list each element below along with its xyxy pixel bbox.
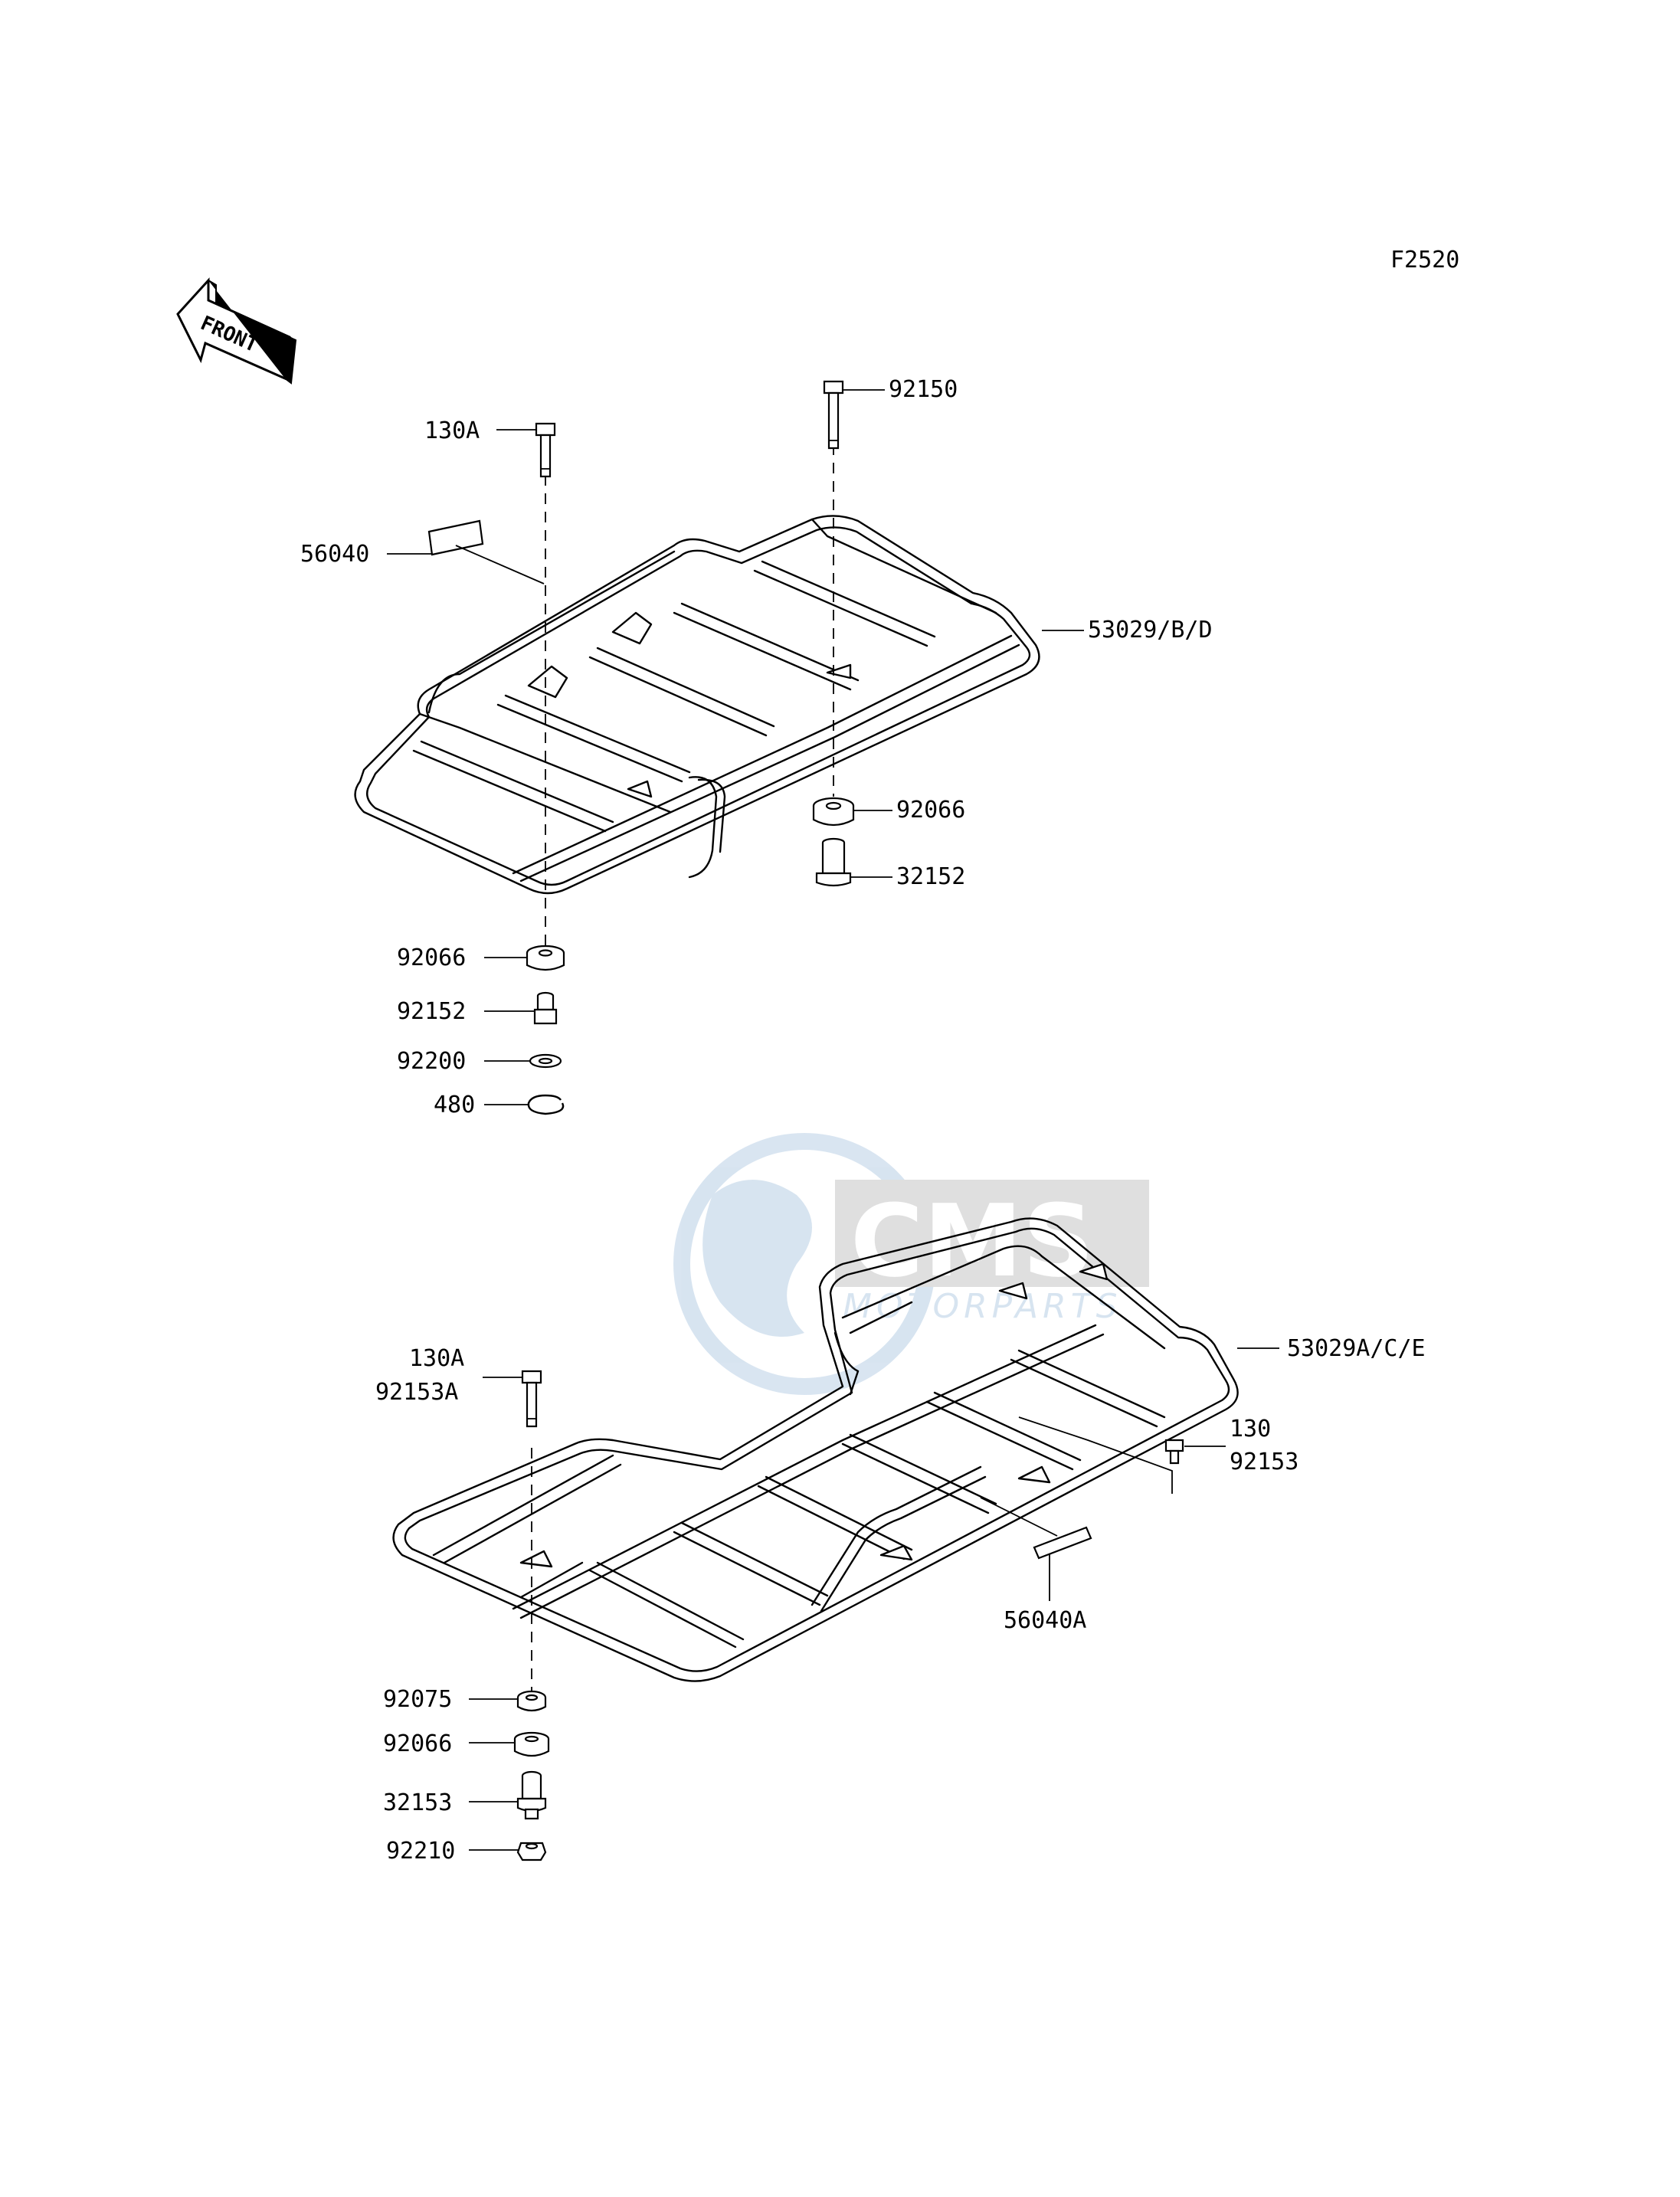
bolt-92150-icon — [823, 380, 885, 450]
label-upper-53029-b-d: 53029/B/D — [1088, 617, 1213, 643]
label-lower-130: 130 — [1230, 1416, 1271, 1442]
bolt-130a-icon — [496, 422, 556, 478]
bolt-130-92153-icon — [1018, 1416, 1226, 1494]
label-lower-92066: 92066 — [383, 1730, 452, 1757]
label-upper-56040: 56040 — [300, 541, 369, 568]
label-lower-92153: 92153 — [1230, 1449, 1298, 1475]
label-lower-92153a: 92153A — [375, 1379, 458, 1406]
label-upper-92066-right: 92066 — [896, 797, 965, 823]
lower-carrier-assembly: 53029A/C/E 130A 92153A 130 92153 56040A — [375, 1217, 1426, 1865]
nut-92210-icon — [469, 1842, 547, 1861]
collar-92152-icon — [484, 991, 558, 1025]
label-lower-32153: 32153 — [383, 1789, 452, 1816]
label-upper-130a: 130A — [424, 417, 480, 444]
label-lower-130a: 130A — [409, 1345, 464, 1372]
label-upper-92150: 92150 — [889, 376, 958, 403]
upper-carrier-frame — [354, 515, 1040, 895]
figure-code: F2520 — [1390, 247, 1459, 273]
label-lower-56040a: 56040A — [1004, 1607, 1086, 1634]
lower-carrier-frame — [392, 1217, 1239, 1682]
watermark-logo: CMS MOTORPARTS — [673, 1133, 1149, 1395]
grommet-right-icon — [812, 797, 892, 827]
label-lower-53029a-c-e: 53029A/C/E — [1287, 1335, 1426, 1362]
label-lower-92075: 92075 — [383, 1686, 452, 1713]
label-plate-56040a-icon — [980, 1497, 1092, 1601]
bolt-130a-92153a-icon — [483, 1370, 542, 1428]
label-upper-92152: 92152 — [397, 998, 466, 1025]
grommet-92075-icon — [469, 1690, 547, 1712]
washer-92200-icon — [484, 1053, 562, 1069]
front-arrow-icon: FRONT — [176, 277, 297, 385]
collar-right-icon — [815, 837, 892, 887]
upper-carrier-assembly: 130A 92150 56040 53029/B/D 92066 — [300, 376, 1213, 1118]
label-lower-92210: 92210 — [386, 1838, 455, 1865]
label-plate-56040-icon — [387, 519, 545, 584]
watermark-brand: CMS — [850, 1183, 1094, 1299]
grommet-92066-lower-icon — [469, 1731, 550, 1757]
clip-480-icon — [484, 1094, 565, 1115]
grommet-left-icon — [484, 945, 565, 971]
label-upper-32152: 32152 — [896, 863, 965, 890]
collar-32153-icon — [469, 1770, 547, 1820]
label-upper-92066-left: 92066 — [397, 945, 466, 971]
label-upper-480: 480 — [434, 1092, 475, 1118]
label-upper-92200: 92200 — [397, 1048, 466, 1075]
watermark-tagline: MOTORPARTS — [843, 1287, 1122, 1326]
